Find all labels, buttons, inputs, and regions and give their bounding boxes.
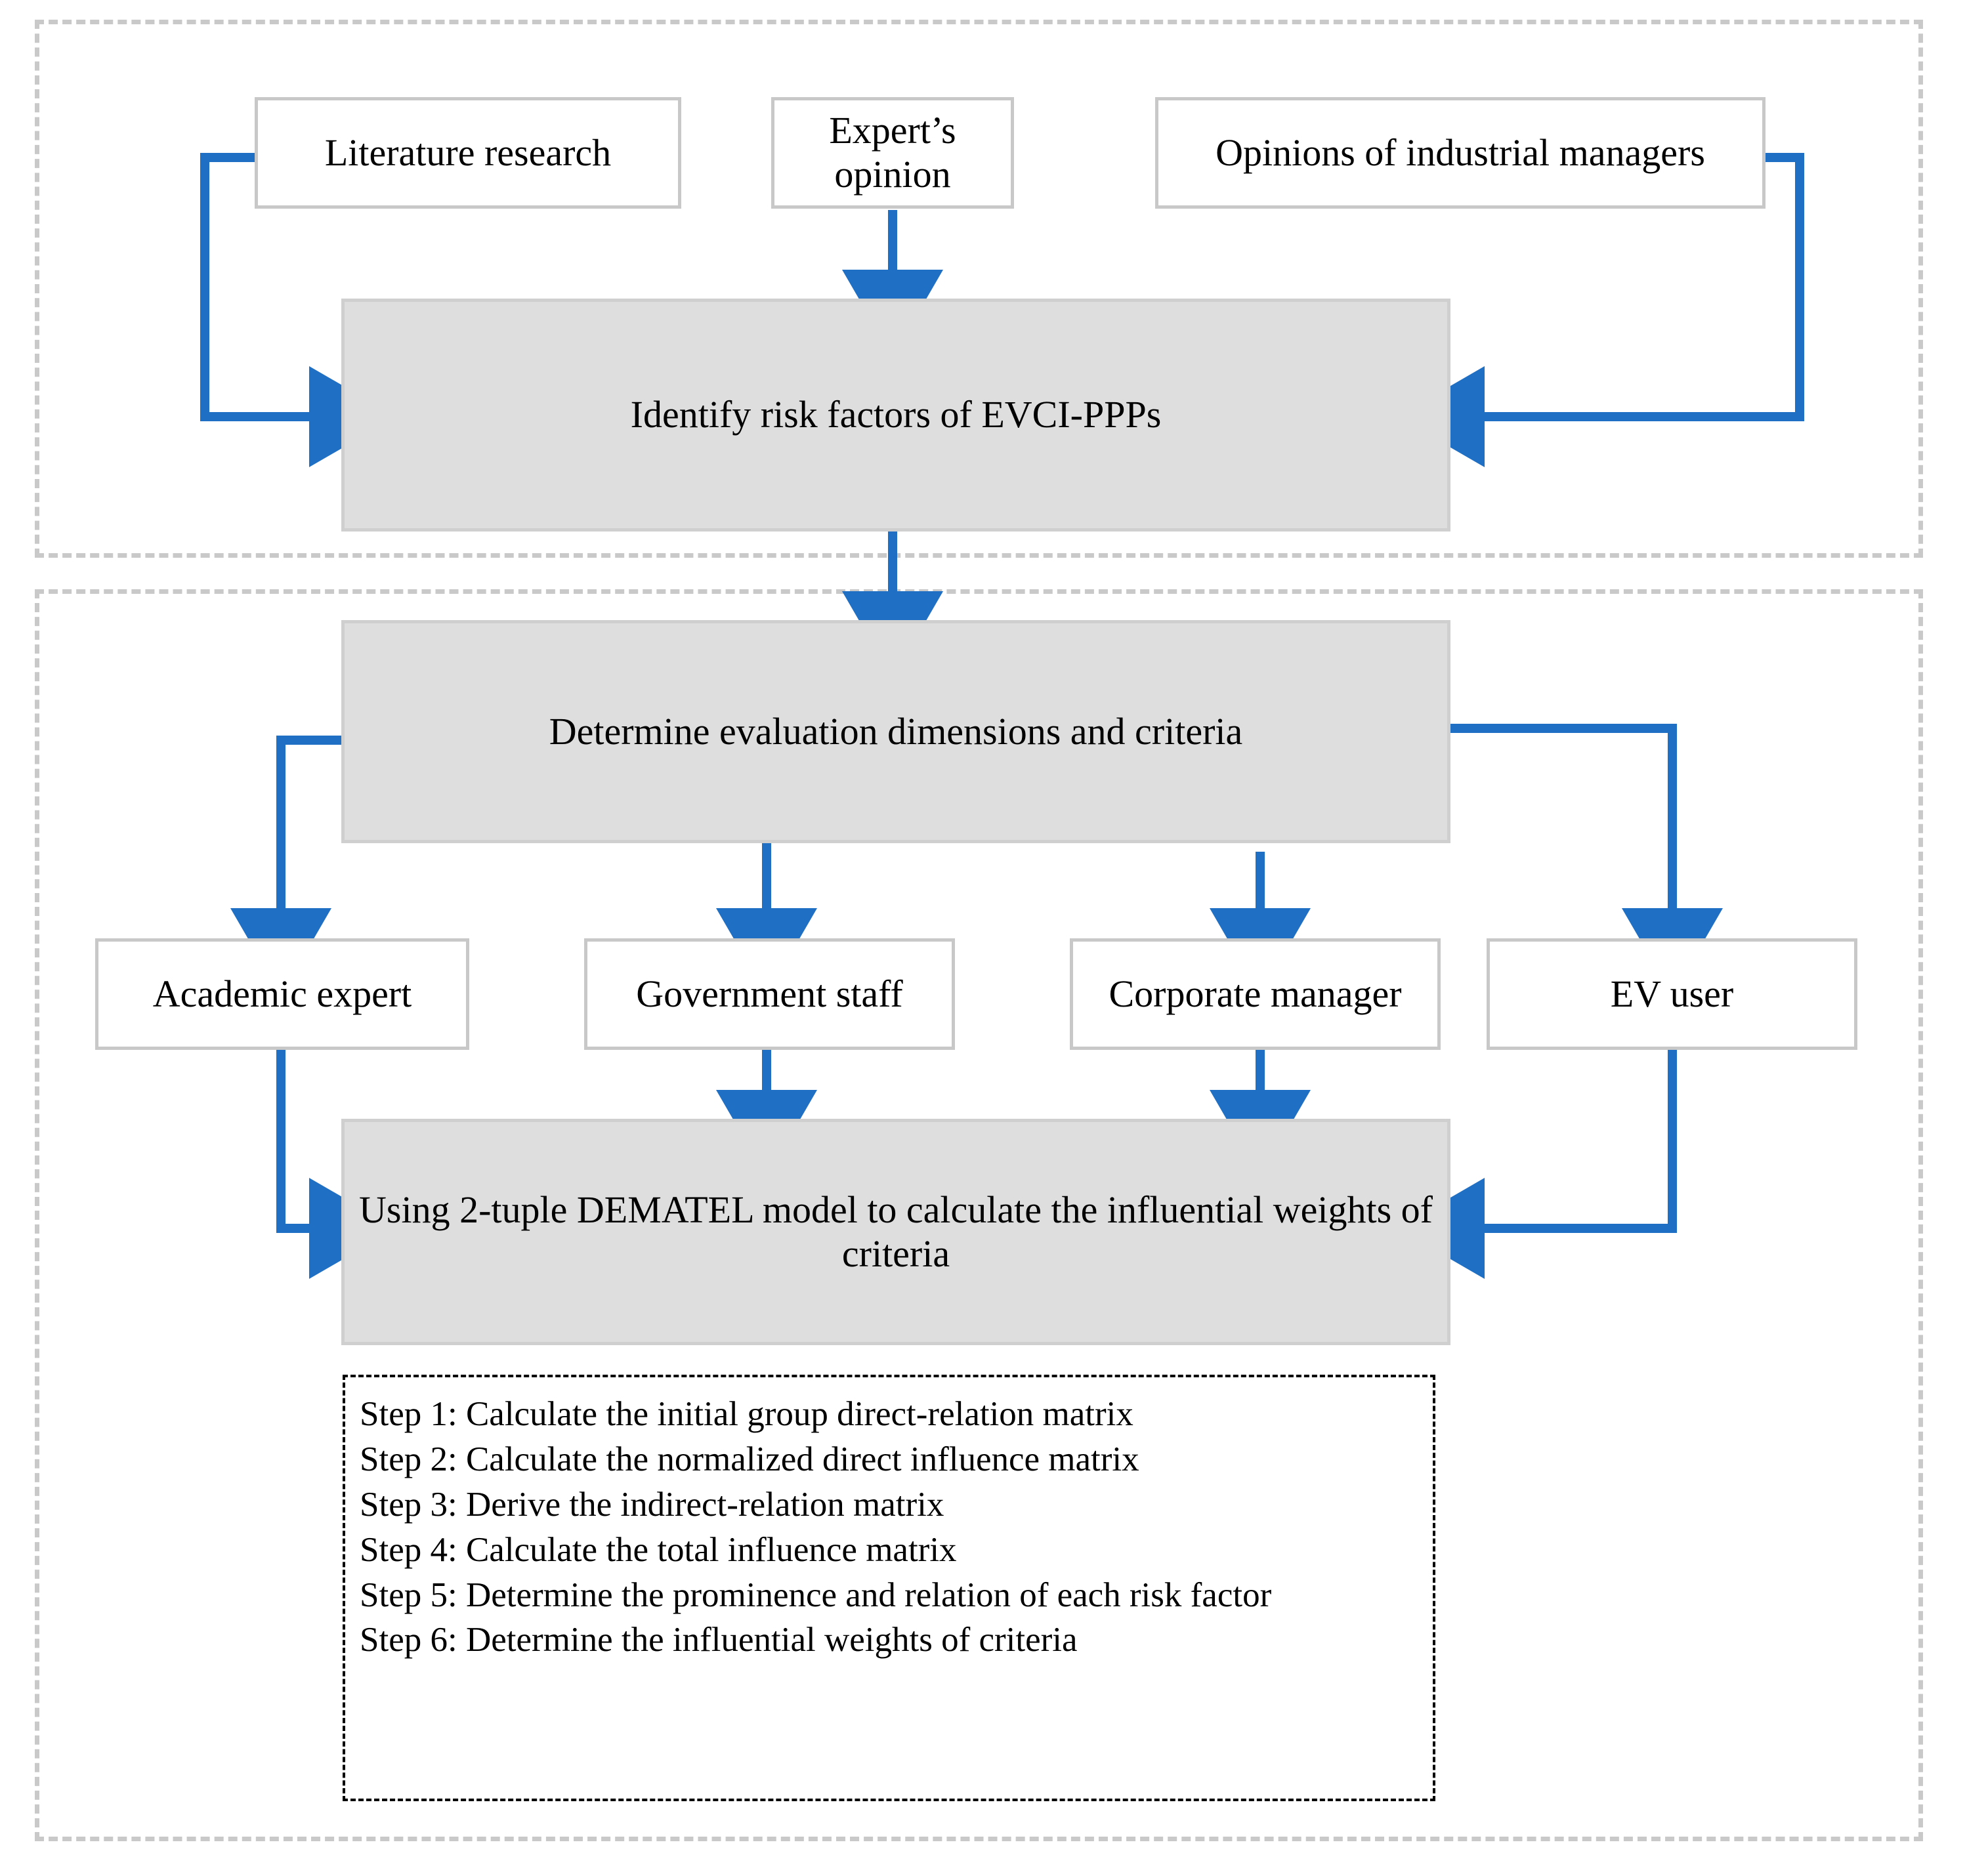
node-determine-evaluation-dimensions[interactable]: Determine evaluation dimensions and crit… [341,620,1450,843]
step-item: Step 1: Calculate the initial group dire… [360,1395,1133,1433]
section-evaluation-model [35,589,1923,1841]
step-item: Step 3: Derive the indirect-relation mat… [360,1485,944,1524]
node-label: Corporate manager [1109,972,1402,1015]
node-experts-opinion[interactable]: Expert’s opinion [771,97,1014,209]
node-dematel-model[interactable]: Using 2-tuple DEMATEL model to calculate… [341,1119,1450,1345]
node-academic-expert[interactable]: Academic expert [95,938,469,1050]
node-label: Government staff [636,972,903,1015]
node-label: EV user [1610,972,1734,1015]
section-identify-risk-factors [35,20,1923,558]
node-label: Determine evaluation dimensions and crit… [549,709,1243,753]
node-literature-research[interactable]: Literature research [255,97,681,209]
node-label: Opinions of industrial managers [1216,131,1705,174]
step-item: Step 2: Calculate the normalized direct … [360,1440,1139,1478]
node-label: Identify risk factors of EVCI-PPPs [630,393,1162,436]
node-ev-user[interactable]: EV user [1487,938,1857,1050]
node-corporate-manager[interactable]: Corporate manager [1070,938,1441,1050]
node-label: Expert’s opinion [829,109,956,196]
dematel-steps-box: Step 1: Calculate the initial group dire… [343,1375,1435,1801]
node-identify-risk-factors[interactable]: Identify risk factors of EVCI-PPPs [341,299,1450,532]
step-item: Step 5: Determine the prominence and rel… [360,1575,1272,1614]
step-item: Step 4: Calculate the total influence ma… [360,1530,957,1569]
node-label: Academic expert [152,972,412,1015]
node-label: Literature research [324,131,612,174]
node-opinions-of-industrial-managers[interactable]: Opinions of industrial managers [1155,97,1766,209]
node-label: Using 2-tuple DEMATEL model to calculate… [359,1188,1433,1275]
step-item: Step 6: Determine the influential weight… [360,1621,1078,1659]
node-government-staff[interactable]: Government staff [584,938,955,1050]
